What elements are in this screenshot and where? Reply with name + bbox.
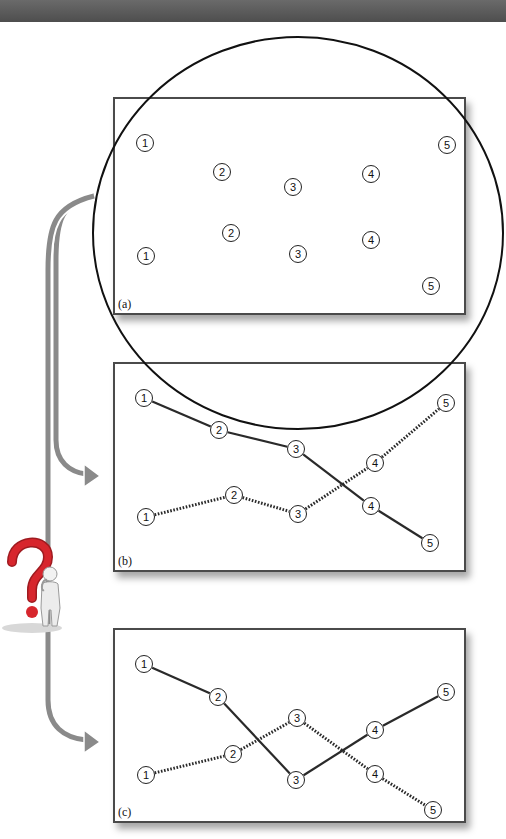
point-circle: 2 [209, 688, 227, 706]
point-number: 1 [143, 251, 149, 262]
thinking-person-icon [2, 543, 62, 633]
point-number: 5 [443, 398, 449, 409]
top-bar [0, 0, 506, 22]
point-circle: 2 [222, 224, 240, 242]
dotted-trajectory [383, 779, 426, 806]
point-circle: 1 [135, 389, 153, 407]
point-circle: 4 [362, 165, 380, 183]
point-circle: 4 [366, 765, 384, 783]
point-circle: 2 [213, 163, 231, 181]
dotted-trajectory [155, 497, 226, 515]
point-number: 1 [143, 512, 149, 523]
solid-trajectory [304, 735, 368, 775]
point-circle: 3 [289, 245, 307, 263]
solid-trajectory [152, 668, 210, 694]
point-number: 1 [142, 138, 148, 149]
point-circle: 5 [421, 534, 439, 552]
point-circle: 4 [362, 231, 380, 249]
point-circle: 5 [422, 277, 440, 295]
point-number: 5 [430, 805, 436, 816]
point-number: 4 [368, 501, 374, 512]
point-circle: 5 [438, 136, 456, 154]
solid-trajectory [152, 402, 210, 427]
point-number: 4 [372, 769, 378, 780]
point-circle: 1 [135, 655, 153, 673]
point-number: 3 [294, 713, 300, 724]
solid-trajectory [224, 704, 290, 774]
point-number: 1 [141, 393, 147, 404]
point-circle: 5 [437, 394, 455, 412]
solid-trajectory [383, 696, 438, 726]
point-number: 2 [219, 167, 225, 178]
dotted-trajectory [243, 498, 290, 512]
flow-arrow [48, 196, 100, 753]
figure-panel: (b) 1 2 3 4 5 1 2 3 4 5 [113, 362, 466, 572]
dotted-trajectory [241, 722, 289, 749]
point-circle: 1 [137, 247, 155, 265]
point-number: 2 [228, 228, 234, 239]
panel-label: (a) [118, 297, 131, 312]
point-circle: 2 [225, 486, 243, 504]
point-circle: 3 [284, 178, 302, 196]
point-circle: 3 [287, 440, 305, 458]
point-number: 1 [141, 659, 147, 670]
point-number: 5 [428, 281, 434, 292]
point-number: 4 [372, 725, 378, 736]
point-number: 5 [427, 538, 433, 549]
point-number: 2 [230, 749, 236, 760]
dotted-trajectory [306, 468, 368, 509]
point-circle: 2 [210, 421, 228, 439]
point-number: 3 [293, 775, 299, 786]
solid-trajectory [303, 454, 364, 500]
panel-label: (b) [118, 554, 132, 569]
point-number: 3 [290, 182, 296, 193]
point-circle: 4 [366, 454, 384, 472]
point-circle: 4 [362, 497, 380, 515]
point-circle: 5 [437, 683, 455, 701]
point-circle: 2 [224, 745, 242, 763]
point-number: 3 [293, 444, 299, 455]
point-circle: 1 [137, 766, 155, 784]
solid-trajectory [379, 511, 423, 538]
dotted-trajectory [304, 723, 367, 769]
point-number: 5 [443, 687, 449, 698]
point-number: 3 [295, 509, 301, 520]
focus-circle [93, 37, 503, 429]
point-number: 5 [444, 140, 450, 151]
point-number: 2 [216, 425, 222, 436]
solid-trajectory [228, 432, 288, 447]
point-circle: 5 [424, 801, 442, 819]
point-circle: 4 [366, 721, 384, 739]
point-circle: 3 [287, 771, 305, 789]
panel-label: (c) [118, 805, 131, 820]
point-circle: 1 [137, 508, 155, 526]
figure-panel: (c) 1 2 3 4 5 1 2 3 4 5 [113, 628, 466, 823]
figure-panel: (a) 1 2 3 4 5 1 2 3 4 5 [113, 97, 466, 315]
point-number: 4 [368, 169, 374, 180]
dotted-trajectory [382, 409, 439, 457]
dotted-trajectory [155, 756, 225, 773]
point-number: 1 [143, 770, 149, 781]
point-number: 2 [215, 692, 221, 703]
flow-arrow [56, 196, 100, 487]
point-number: 3 [295, 249, 301, 260]
point-circle: 3 [289, 505, 307, 523]
point-number: 4 [372, 458, 378, 469]
point-circle: 1 [136, 134, 154, 152]
point-circle: 3 [288, 709, 306, 727]
point-number: 4 [368, 235, 374, 246]
point-number: 2 [231, 490, 237, 501]
